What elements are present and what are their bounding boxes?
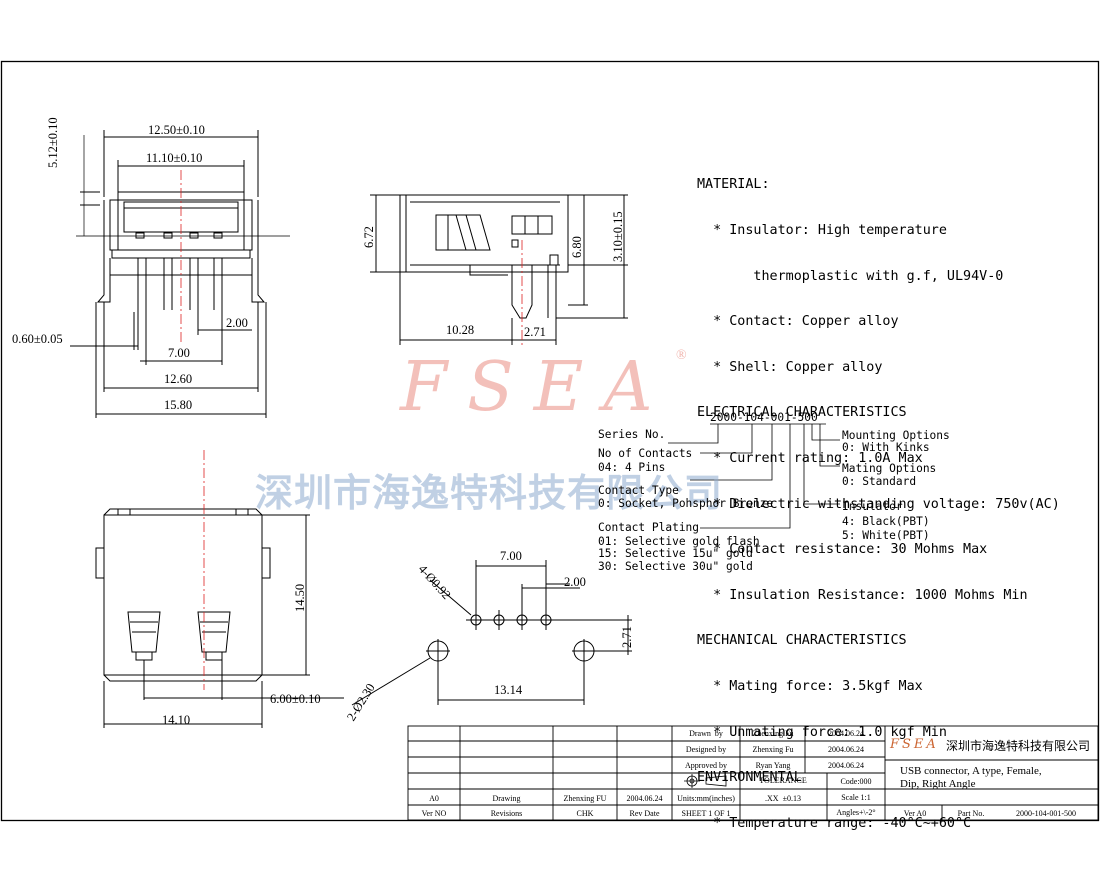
title-line-2: Dip, Right Angle (900, 778, 976, 790)
approved-by-name: Ryan Yang (755, 761, 791, 770)
drawn-by-date: 2004.06.24 (828, 729, 864, 738)
title-line-1: USB connector, A type, Female, (900, 765, 1042, 777)
specifications-block: MATERIAL: * Insulator: High temperature … (697, 147, 1060, 846)
dim-2-71-pcb: 2.71 (620, 626, 634, 648)
spec-line: * Mating force: 3.5kgf Max (697, 678, 923, 694)
dim-7-00-front: 7.00 (168, 346, 190, 360)
tolerance-value: .XX ±0.13 (765, 794, 801, 803)
plating-title: Contact Plating (598, 521, 700, 534)
spec-line: * Unmating force: 1.0 kgf Min (697, 724, 947, 740)
spec-line: thermoplastic with g.f, UL94V-0 (697, 268, 1004, 284)
units-label: Units:mm(inches) (677, 794, 735, 803)
dim-12-50: 12.50±0.10 (148, 123, 205, 137)
dim-14-50: 14.50 (293, 583, 307, 612)
part-number-callouts (668, 423, 840, 529)
dim-10-28: 10.28 (446, 323, 475, 337)
ver-label: Ver A0 (903, 809, 927, 818)
plating-option: 01: Selective gold flash (598, 535, 760, 548)
mounting-title: Mounting Options (842, 429, 950, 442)
dim-6-00: 6.00±0.10 (270, 692, 321, 706)
dim-6-80: 6.80 (570, 236, 584, 258)
tolerance-label: TOLERANCE (759, 776, 807, 785)
dim-6-72: 6.72 (362, 226, 376, 248)
designed-by-date: 2004.06.24 (828, 745, 864, 754)
spec-line: * Current rating: 1.0A Max (697, 450, 923, 466)
spec-line: ELECTRICAL CHARACTERISTICS (697, 405, 907, 421)
code-value: Code:000 (840, 777, 872, 786)
dim-11-10: 11.10±0.10 (146, 151, 203, 165)
dim-2-00-pcb: 2.00 (564, 575, 586, 589)
drawn-by-label: Drawn by (689, 729, 723, 738)
dim-7-00-pcb: 7.00 (500, 549, 522, 563)
pcb-layout (351, 560, 632, 706)
company-watermark: 深圳市海逸特科技有限公司 (255, 470, 724, 515)
spec-line: * Contact: Copper alloy (697, 314, 899, 330)
dim-14-10: 14.10 (162, 713, 191, 727)
rev-date-label: Rev Date (629, 809, 660, 818)
ver-no-label: Ver NO (421, 809, 447, 818)
mounting-value: 0: With Kinks (842, 441, 930, 454)
contacts-value: 04: 4 Pins (598, 461, 666, 474)
rev-date: 2004.06.24 (626, 794, 663, 803)
spec-line: ENVIRONMENTAL (697, 770, 802, 786)
dim-13-14: 13.14 (494, 683, 523, 697)
dim-5-12: 5.12±0.10 (46, 117, 60, 168)
dim-15-80: 15.80 (164, 398, 193, 412)
spec-line: MATERIAL: (697, 177, 770, 193)
dim-0-60: 0.60±0.05 (12, 332, 63, 346)
insulator-option: 4: Black(PBT) (842, 515, 930, 528)
spec-line: * Insulation Resistance: 1000 Mohms Min (697, 587, 1028, 603)
side-view (370, 194, 628, 345)
dim-12-60: 12.60 (164, 372, 193, 386)
part-label: Part No. (957, 809, 985, 818)
plating-option: 30: Selective 30u" gold (598, 560, 753, 573)
spec-line: MECHANICAL CHARACTERISTICS (697, 633, 907, 649)
rev-a0: A0 (429, 794, 439, 803)
revisions-label: Revisions (490, 809, 523, 818)
approved-by-date: 2004.06.24 (828, 761, 864, 770)
part-number-code: 2000-104-001-500 (710, 411, 818, 424)
series-label: Series No. (598, 428, 666, 441)
angles-value: Angles+\-2° (836, 808, 876, 817)
drawn-by-name: Zhenxing Fu (752, 729, 794, 738)
title-block-company: 深圳市海逸特科技有限公司 (946, 739, 1091, 753)
chk-label: CHK (576, 809, 594, 818)
projection-symbol-icon (684, 774, 727, 788)
spec-line: * Temperature range: -40°C~+60°C (697, 815, 972, 831)
rev-name: Zhenxing FU (563, 794, 607, 803)
contact-type-title: Contact Type (598, 484, 679, 497)
dim-2-71-side: 2.71 (524, 325, 546, 339)
fsea-watermark-logo: FSEA (400, 348, 673, 427)
mating-value: 0: Standard (842, 475, 917, 488)
registered-mark: ® (676, 348, 687, 363)
contact-type-value: 0: Socket, Pohsphor Bronze (598, 497, 774, 510)
dim-3-10: 3.10±0.15 (611, 211, 625, 262)
top-view (95, 508, 344, 728)
insulator-title: Insulator (842, 500, 903, 513)
designed-by-label: Designed by (685, 745, 727, 754)
spec-line: * Dielectric withstanding voltage: 750v(… (697, 496, 1060, 512)
title-block-grid (407, 725, 1099, 821)
insulator-option: 5: White(PBT) (842, 529, 930, 542)
plating-option: 15: Selective 15u" gold (598, 547, 753, 560)
title-block-logo: FSEA (890, 737, 939, 752)
spec-line: * Insulator: High temperature (697, 223, 947, 238)
approved-by-label: Approved by (685, 761, 727, 770)
drawing-label: Drawing (492, 794, 521, 803)
contacts-title: No of Contacts (598, 447, 693, 460)
scale-value: Scale 1:1 (841, 793, 871, 802)
spec-line: * Shell: Copper alloy (697, 359, 883, 375)
designed-by-name: Zhenxing Fu (752, 745, 794, 754)
part-no-value: 2000-104-001-500 (1016, 809, 1076, 818)
mating-title: Mating Options (842, 462, 937, 475)
dim-2-00-front: 2.00 (226, 316, 248, 330)
spec-line: * Contact resistance: 30 Mohms Max (697, 542, 988, 558)
sheet-label: SHEET 1 OF 1 (681, 809, 731, 818)
drawing-border (0, 60, 1100, 822)
